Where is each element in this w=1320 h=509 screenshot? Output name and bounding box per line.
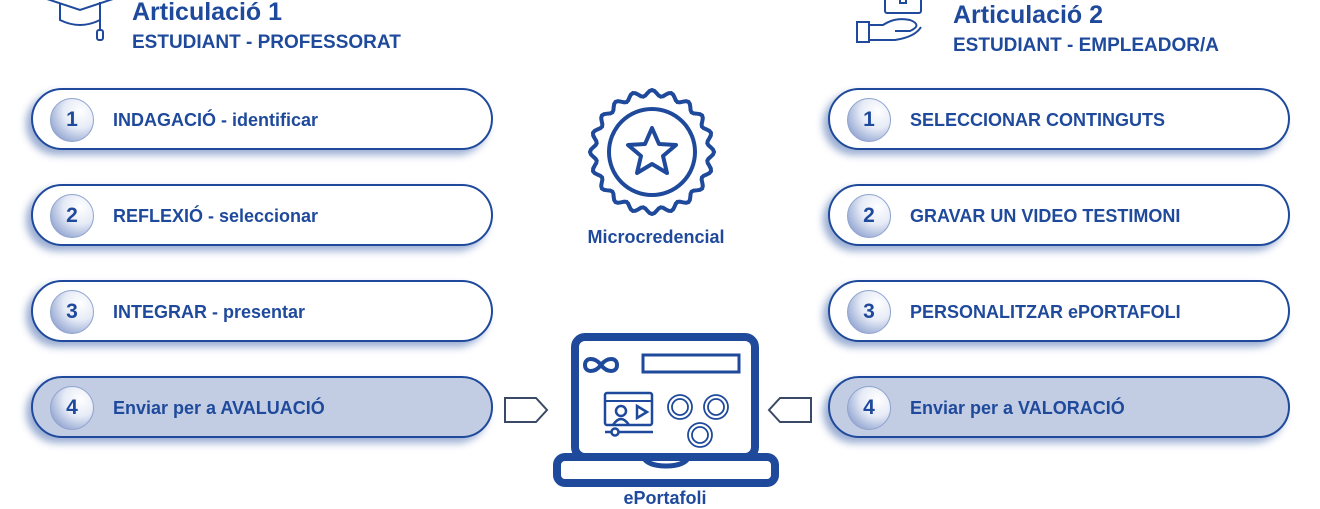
step-label: Enviar per a VALORACIÓ	[910, 398, 1125, 418]
step-number: 1	[847, 98, 891, 142]
step-label: Enviar per a AVALUACIÓ	[113, 398, 325, 418]
step-label: INTEGRAR - presentar	[113, 302, 306, 322]
step-number: 2	[50, 194, 94, 238]
left-step-1: 1 INDAGACIÓ - identificar	[31, 88, 493, 150]
graduation-cap-icon	[46, 0, 114, 41]
left-step-2: 2 REFLEXIÓ - seleccionar	[31, 184, 493, 246]
right-subtitle: ESTUDIANT - EMPLEADOR/A	[953, 35, 1219, 56]
step-number: 4	[847, 386, 891, 430]
left-step-4: 4 Enviar per a AVALUACIÓ	[31, 376, 493, 438]
arrow-right-icon	[504, 397, 549, 423]
step-number: 3	[50, 290, 94, 334]
step-label: SELECCIONAR CONTINGUTS	[910, 110, 1166, 130]
microcredential-label: Microcredencial	[587, 227, 725, 247]
laptop-eportfolio-icon	[553, 333, 779, 487]
right-step-2: 2 GRAVAR UN VIDEO TESTIMONI	[828, 184, 1290, 246]
hand-briefcase-icon	[856, 0, 922, 43]
step-label: INDAGACIÓ - identificar	[113, 110, 319, 130]
arrow-left-icon	[767, 397, 812, 423]
right-title: Articulació 2	[953, 1, 1104, 29]
right-step-3: 3 PERSONALITZAR ePORTAFOLI	[828, 280, 1290, 342]
step-number: 2	[847, 194, 891, 238]
step-number: 3	[847, 290, 891, 334]
right-step-1: 1 SELECCIONAR CONTINGUTS	[828, 88, 1290, 150]
step-label: GRAVAR UN VIDEO TESTIMONI	[910, 206, 1181, 226]
eportfolio-label: ePortafoli	[623, 488, 707, 508]
step-number: 4	[50, 386, 94, 430]
step-label: REFLEXIÓ - seleccionar	[113, 206, 319, 226]
left-title: Articulació 1	[132, 0, 283, 26]
right-step-4: 4 Enviar per a VALORACIÓ	[828, 376, 1290, 438]
step-number: 1	[50, 98, 94, 142]
left-step-3: 3 INTEGRAR - presentar	[31, 280, 493, 342]
left-subtitle: ESTUDIANT - PROFESSORAT	[132, 32, 401, 53]
step-label: PERSONALITZAR ePORTAFOLI	[910, 302, 1181, 322]
badge-star-icon	[587, 87, 717, 217]
